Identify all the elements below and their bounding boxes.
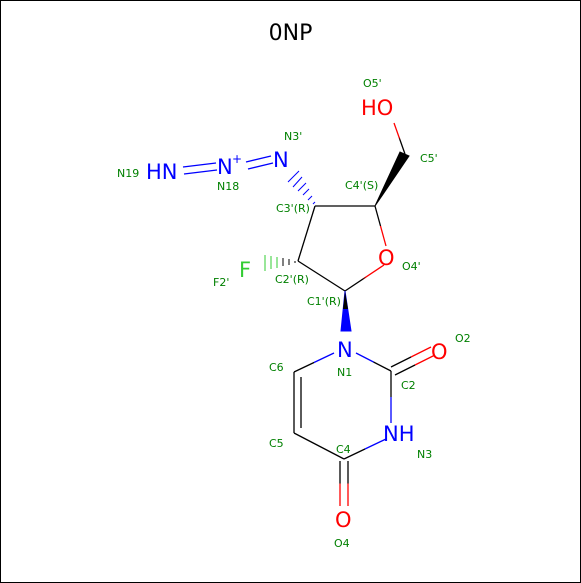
bond-n3p-n18	[245, 155, 274, 170]
atom-n18-charge: +	[232, 152, 242, 166]
label-f2p: F2'	[213, 276, 229, 289]
atom-symbols: HO O O O N NH F N N + HN	[146, 96, 448, 532]
atom-n3p: N	[273, 148, 289, 172]
label-c5: C5	[269, 437, 284, 450]
atom-n1: N	[337, 338, 353, 362]
label-c3p: C3'(R)	[276, 202, 310, 215]
label-c1p: C1'(R)	[307, 295, 341, 308]
label-c2: C2	[401, 379, 416, 392]
bond-c4-c5-wedge	[374, 151, 410, 207]
atom-f: F	[239, 258, 251, 282]
bond-n1-c2	[355, 352, 392, 372]
bond-o4-c1	[344, 264, 385, 292]
label-c6: C6	[269, 361, 284, 374]
label-n3: N3	[417, 448, 432, 461]
label-o5p: O5'	[363, 77, 382, 90]
bond-c1-n1-wedge	[340, 290, 352, 332]
label-n1: N1	[337, 366, 352, 379]
bond-c3-n3p-hash	[287, 170, 316, 205]
bond-c4-o4	[374, 205, 387, 247]
atom-labels: O5' C5' C4'(S) O4' C3'(R) C2'(R) C1'(R) …	[117, 77, 471, 550]
atom-nh: NH	[383, 422, 415, 446]
label-n18: N18	[217, 180, 239, 193]
label-c4p: C4'(S)	[345, 179, 378, 192]
bond-n18-n19	[182, 162, 218, 175]
atom-ho: HO	[361, 96, 393, 120]
atom-o4p: O	[378, 246, 395, 270]
bond-c4-c5	[293, 432, 345, 460]
bond-c2-f-hash	[264, 255, 296, 271]
atom-n18: N	[217, 155, 233, 179]
bond-n3-c4	[343, 438, 387, 460]
label-o4: O4	[334, 537, 350, 550]
bond-c3-c2	[297, 205, 316, 262]
label-n19: N19	[117, 167, 139, 180]
label-c5p: C5'	[420, 152, 438, 165]
label-o4p: O4'	[402, 260, 421, 273]
label-c2p: C2'(R)	[275, 273, 309, 286]
atom-o2: O	[431, 340, 448, 364]
molecule-title: 0NP	[268, 21, 313, 46]
bond-o5-c5	[393, 122, 406, 155]
bond-n1-c6	[293, 352, 335, 373]
bond-c2-c1	[297, 260, 346, 292]
bond-c2-o2-a	[390, 346, 432, 368]
bond-c2-o2-b	[394, 354, 436, 376]
label-c4: C4	[336, 443, 351, 456]
atom-o4: O	[335, 508, 352, 532]
label-n3p: N3'	[284, 130, 302, 143]
atom-n19: HN	[146, 160, 178, 184]
label-o2: O2	[455, 332, 471, 345]
bonds	[182, 122, 436, 506]
